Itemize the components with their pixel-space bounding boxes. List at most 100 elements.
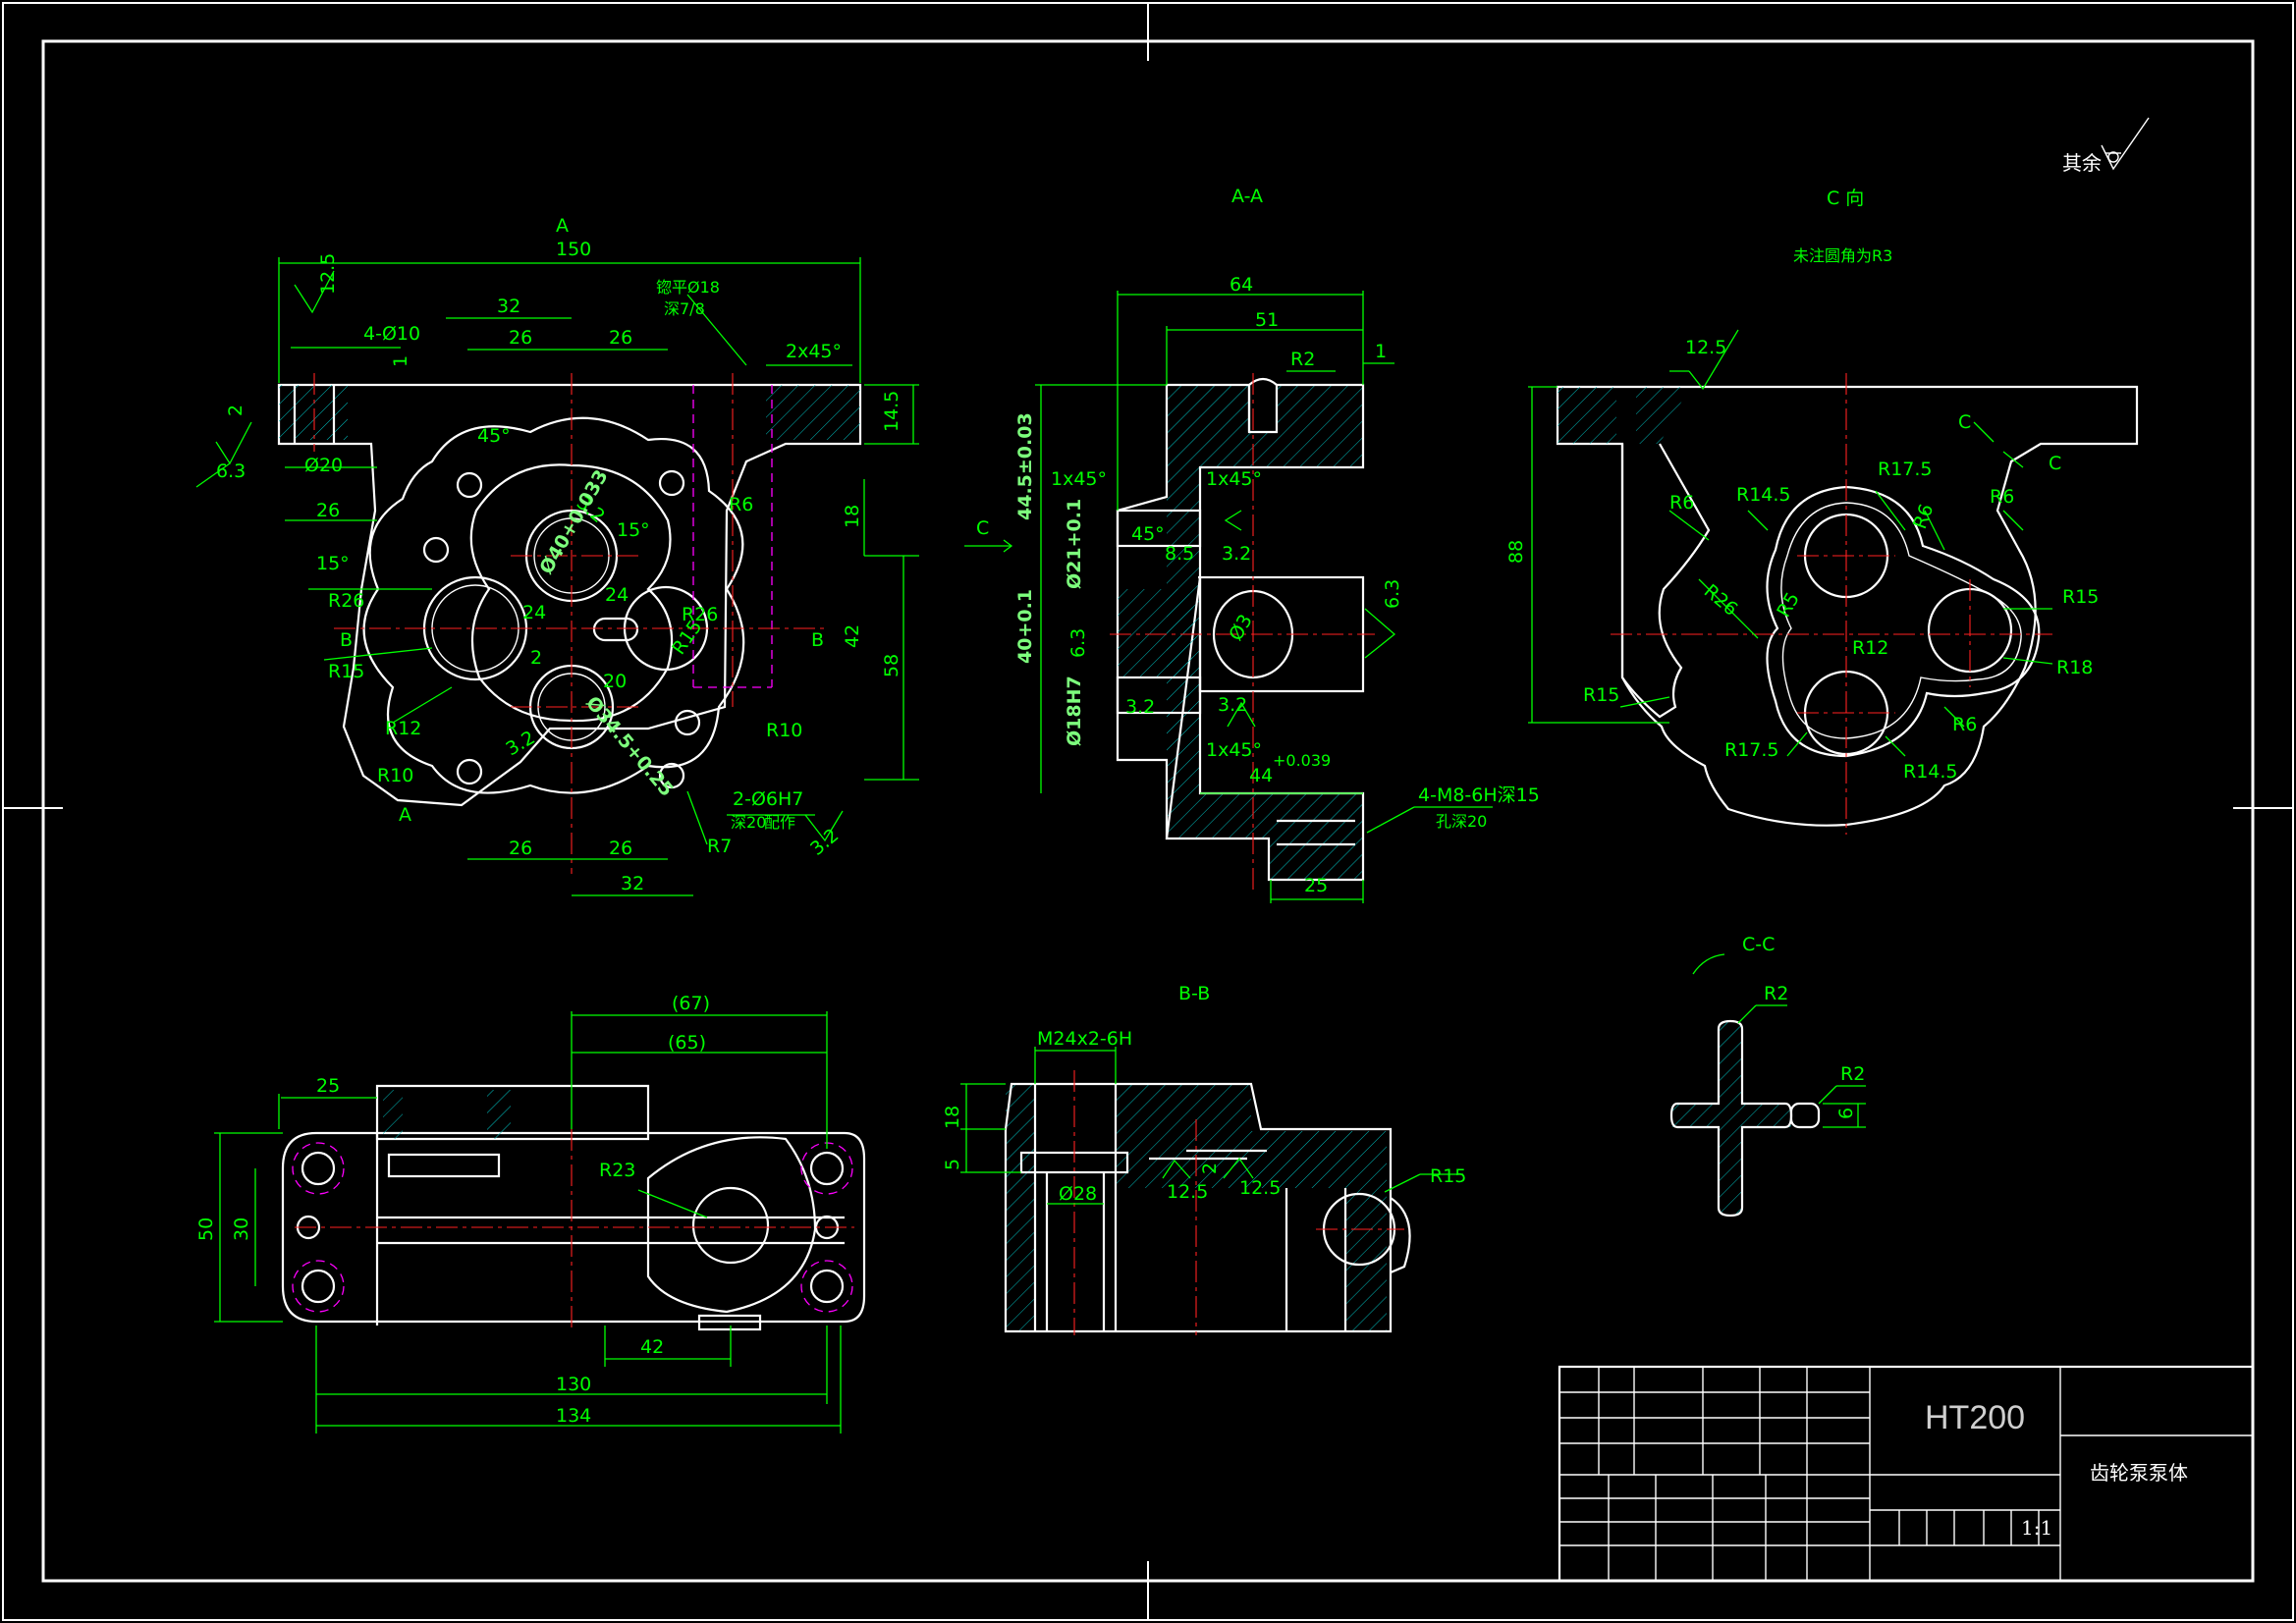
dim-bb-28: Ø28 xyxy=(1059,1183,1097,1205)
section-aa: A-A xyxy=(964,186,1540,903)
dim-aa-45deg: 45° xyxy=(1131,523,1165,545)
dim-aa-1x45-c: 1x45° xyxy=(1206,739,1262,761)
dim-24-a: 24 xyxy=(522,602,546,623)
dim-24-b: 24 xyxy=(605,584,629,606)
cut-mark-c-b: C xyxy=(2049,453,2061,474)
dim-pitch-32-top: 32 xyxy=(497,296,520,317)
dim-aa-44-tol: +0.039 xyxy=(1273,751,1331,770)
dim-dia-20: Ø20 xyxy=(304,455,343,476)
dim-bb-12-5-b: 12.5 xyxy=(1239,1177,1281,1199)
dim-2-b: 2 xyxy=(530,647,542,669)
dim-26-a: 26 xyxy=(509,327,532,349)
dim-26-bottom-b: 26 xyxy=(609,838,632,859)
cut-mark-b-left: B xyxy=(340,629,353,651)
dim-c-r17-5-a: R17.5 xyxy=(1878,459,1933,480)
cut-mark-a-bottom: A xyxy=(399,804,411,826)
cut-mark-a-top: A xyxy=(556,215,569,237)
dim-aa-thread: 4-M8-6H深15 xyxy=(1418,784,1540,806)
dim-26-left: 26 xyxy=(316,500,340,521)
dim-1: 1 xyxy=(390,355,411,367)
front-view: A A B B xyxy=(195,215,919,896)
dim-bb-12-5-a: 12.5 xyxy=(1167,1181,1208,1203)
view-c: C 向 未注圆角为R3 xyxy=(1505,188,2139,835)
dim-aa-dia3: Ø3 xyxy=(1225,611,1257,644)
dim-pin-depth: 深20 xyxy=(731,813,766,832)
title-block: HT200 齿轮泵泵体 1:1 xyxy=(1558,1365,2255,1583)
dim-32-bottom: 32 xyxy=(621,873,644,894)
dim-45deg: 45° xyxy=(477,425,511,447)
dim-aa-1x45-b: 1x45° xyxy=(1206,468,1262,490)
dim-aa-40: 40+0.1 xyxy=(1014,589,1036,664)
dim-aa-25: 25 xyxy=(1304,875,1328,896)
dim-aa-3-2-c: 3.2 xyxy=(1218,694,1247,716)
dim-c-r15-a: R15 xyxy=(2062,586,2099,608)
view-c-title: C 向 xyxy=(1827,188,1864,209)
dim-r6: R6 xyxy=(729,494,753,515)
dim-bottom-50: 50 xyxy=(195,1217,217,1241)
dim-cc-r2-a: R2 xyxy=(1764,983,1788,1004)
dim-bb-2: 2 xyxy=(1199,1163,1221,1174)
section-cc-title: C-C xyxy=(1742,934,1775,955)
section-bb-title: B-B xyxy=(1178,983,1210,1004)
dim-spot-face-depth: 深7/8 xyxy=(664,299,705,318)
dim-bottom-67: (67) xyxy=(672,993,710,1014)
dim-12-5: 12.5 xyxy=(317,253,339,295)
dim-r15: R15 xyxy=(328,661,364,682)
dim-aa-18h7: Ø18H7 xyxy=(1064,676,1085,746)
dim-aa-3-2-a: 3.2 xyxy=(1222,543,1251,565)
cut-mark-c-a: C xyxy=(1958,411,1971,433)
dim-c-r12: R12 xyxy=(1852,637,1888,659)
general-roughness-label: 其余 xyxy=(2062,151,2102,175)
dim-c-r18: R18 xyxy=(2056,657,2093,678)
dim-pin-holes: 2-Ø6H7 xyxy=(733,788,803,810)
dim-aa-44-5: 44.5±0.03 xyxy=(1014,412,1036,520)
dim-holes-4x10: 4-Ø10 xyxy=(363,323,420,345)
dim-c-r6-d: R6 xyxy=(1952,714,1977,735)
dim-c-r6-b: R6 xyxy=(1990,486,2014,508)
part-name-text: 齿轮泵泵体 xyxy=(2090,1461,2188,1485)
cut-mark-b-right: B xyxy=(811,629,824,651)
dim-18: 18 xyxy=(842,505,863,528)
dim-14-5: 14.5 xyxy=(881,391,902,432)
dim-3-2-c: 3.2 xyxy=(806,825,843,860)
dim-r7: R7 xyxy=(707,836,732,857)
dim-c-12-5: 12.5 xyxy=(1685,337,1726,358)
dim-58: 58 xyxy=(881,654,902,677)
dim-bb-18: 18 xyxy=(942,1106,963,1129)
dim-aa-44: 44 xyxy=(1249,765,1273,786)
dim-15deg-a: 15° xyxy=(316,553,350,574)
dim-r26: R26 xyxy=(328,590,364,612)
dim-aa-64: 64 xyxy=(1230,274,1253,296)
dim-r10-b: R10 xyxy=(766,720,802,741)
dim-r26-b: R26 xyxy=(682,604,718,625)
dim-r12: R12 xyxy=(385,718,421,739)
dim-cc-r2-b: R2 xyxy=(1840,1063,1865,1085)
dim-bottom-42: 42 xyxy=(640,1336,664,1358)
dim-aa-3-2-b: 3.2 xyxy=(1125,696,1155,718)
dim-aa-21: Ø21+0.1 xyxy=(1064,499,1085,589)
dim-bb-5: 5 xyxy=(942,1159,963,1170)
dim-c-r15-b: R15 xyxy=(1583,684,1619,706)
dim-bottom-30: 30 xyxy=(231,1217,252,1241)
dim-aa-1: 1 xyxy=(1375,341,1387,362)
dim-bb-thread: M24x2-6H xyxy=(1037,1028,1132,1050)
general-roughness-symbol: 其余 xyxy=(2062,117,2150,175)
dim-c-r17-5-b: R17.5 xyxy=(1724,739,1779,761)
dim-aa-8-5: 8.5 xyxy=(1165,543,1194,565)
dim-26-b: 26 xyxy=(609,327,632,349)
material-text: HT200 xyxy=(1925,1399,2025,1436)
dim-bottom-130: 130 xyxy=(556,1374,591,1395)
dim-42: 42 xyxy=(842,624,863,648)
dim-pin-note: 配作 xyxy=(764,813,795,832)
dim-bb-r15: R15 xyxy=(1430,1165,1466,1187)
dim-aa-r2: R2 xyxy=(1290,349,1315,370)
dim-spot-face: 锪平Ø18 xyxy=(656,278,720,297)
section-bb: B-B M24x2-6H xyxy=(942,983,1466,1335)
dim-chamfer: 2x45° xyxy=(786,341,842,362)
section-aa-title: A-A xyxy=(1231,186,1263,207)
dim-aa-6-3-b: 6.3 xyxy=(1382,579,1403,609)
dim-20: 20 xyxy=(603,671,627,692)
dim-6-3: 6.3 xyxy=(216,460,246,482)
